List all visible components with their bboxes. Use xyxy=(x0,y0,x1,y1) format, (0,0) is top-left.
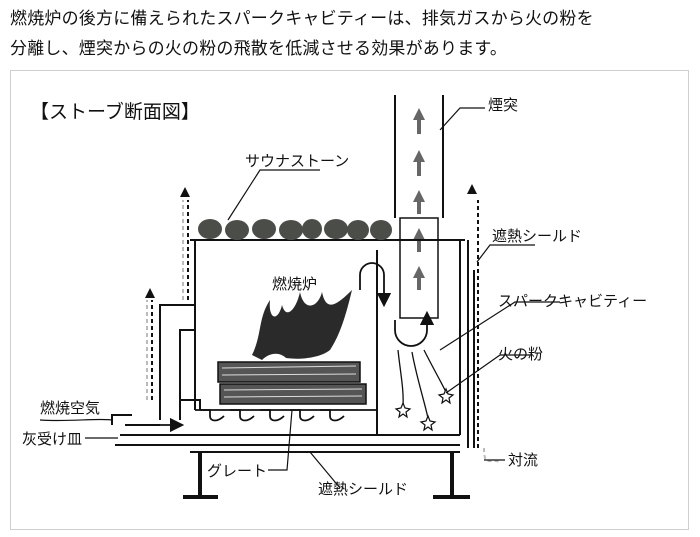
heat-shield-bottom xyxy=(183,444,470,499)
arrow-up-left-lower xyxy=(145,288,155,298)
gas-flow-arrows xyxy=(359,262,435,347)
chimney xyxy=(394,95,444,319)
label-grate: グレート xyxy=(207,462,267,480)
arrow-up-left-upper xyxy=(180,187,190,197)
label-spark-cavity: スパークキャビティー xyxy=(498,292,647,310)
diagram-title: 【ストーブ断面図】 xyxy=(30,100,200,123)
label-heat-shield-bottom: 遮熱シールド xyxy=(318,480,408,498)
label-sauna-stone: サウナストーン xyxy=(245,152,349,170)
label-ash-pan: 灰受け皿 xyxy=(22,430,82,448)
arrow-up-right xyxy=(467,184,477,194)
label-combustion-air: 燃焼空気 xyxy=(40,399,100,417)
spark-stars xyxy=(394,387,455,432)
label-chimney: 煙突 xyxy=(488,96,518,114)
label-sparks: 火の粉 xyxy=(498,345,543,363)
firewood xyxy=(217,361,367,405)
flame xyxy=(252,290,352,360)
caption-line-2: 分離し、煙突からの火の粉の飛散を低減させる効果があります。 xyxy=(10,39,508,59)
label-convection: 対流 xyxy=(508,451,538,469)
caption: 燃焼炉の後方に備えられたスパークキャビティーは、排気ガスから火の粉を 分離し、煙… xyxy=(10,4,690,64)
caption-line-1: 燃焼炉の後方に備えられたスパークキャビティーは、排気ガスから火の粉を xyxy=(10,9,594,29)
convection-left xyxy=(146,200,189,400)
spark-trajectories xyxy=(397,349,447,419)
diagram-frame xyxy=(10,70,689,530)
grate xyxy=(155,409,377,433)
sauna-stones xyxy=(198,219,392,240)
label-heat-shield-right: 遮熱シールド xyxy=(492,227,582,245)
convection-right xyxy=(477,200,501,463)
leader-lines xyxy=(39,107,560,489)
heat-shield-right xyxy=(467,240,475,448)
label-firebox: 燃焼炉 xyxy=(272,275,317,293)
